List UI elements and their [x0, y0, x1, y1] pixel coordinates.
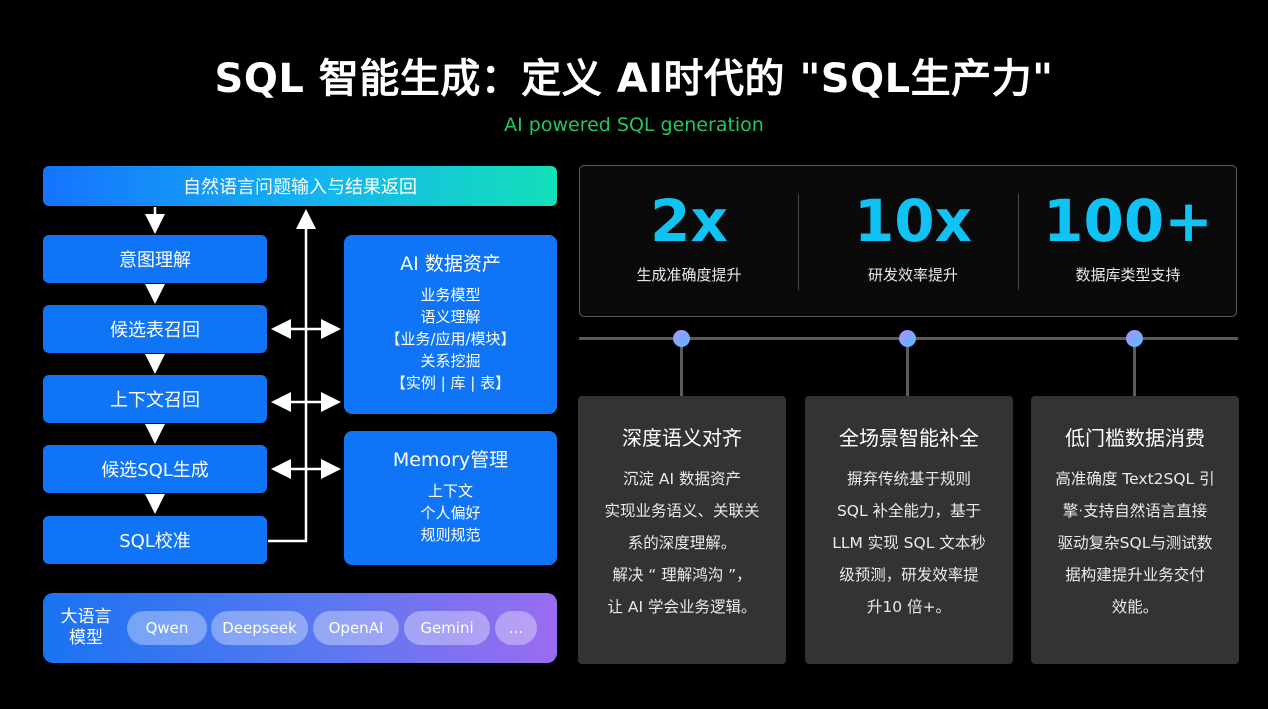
stat-value: 2x: [650, 187, 728, 255]
card-line: SQL 补全能力，基于: [836, 502, 982, 520]
card-line: 解决 “ 理解鸿沟 ”，: [612, 566, 752, 584]
card-line: 摒弃传统基于规则: [846, 470, 971, 488]
divider: [1018, 194, 1019, 290]
flow-connectors: [145, 207, 341, 543]
card-line: 沉淀 AI 数据资产: [622, 470, 742, 488]
stats-box: 2x 生成准确度提升 10x 研发效率提升 100+ 数据库类型支持: [579, 165, 1237, 317]
stat-label: 数据库类型支持: [1075, 266, 1181, 284]
card-line: 高准确度 Text2SQL 引: [1055, 470, 1215, 488]
panel-line: 【实例 | 库 | 表】: [390, 374, 511, 392]
panel-title: AI 数据资产: [400, 253, 501, 275]
ai-data-assets-panel: AI 数据资产 业务模型 语义理解 【业务/应用/模块】 关系挖掘 【实例 | …: [344, 235, 557, 414]
model-chip-more: ...: [495, 611, 537, 645]
llm-label: 大语言模型: [60, 607, 112, 648]
llm-bar: 大语言模型 Qwen Deepseek OpenAI Gemini ...: [43, 593, 557, 663]
timeline-connector: [906, 340, 909, 396]
card-line: 让 AI 学会业务逻辑。: [607, 598, 757, 616]
page-subtitle: AI powered SQL generation: [504, 114, 764, 136]
stat-db-types: 100+ 数据库类型支持: [1028, 186, 1228, 285]
card-title: 全场景智能补全: [839, 426, 979, 450]
feature-card-semantic: 深度语义对齐 沉淀 AI 数据资产 实现业务语义、关联关 系的深度理解。 解决 …: [578, 396, 786, 664]
page-title: SQL 智能生成：定义 AI时代的 "SQL生产力": [214, 56, 1054, 102]
timeline-dot: [899, 330, 916, 347]
feature-card-completion: 全场景智能补全 摒弃传统基于规则 SQL 补全能力，基于 LLM 实现 SQL …: [805, 396, 1013, 664]
card-line: 升10 倍+。: [866, 598, 952, 616]
card-title: 低门槛数据消费: [1065, 426, 1205, 450]
panel-line: 个人偏好: [420, 504, 481, 522]
model-chip-qwen: Qwen: [127, 611, 207, 645]
panel-line: 业务模型: [420, 286, 481, 304]
card-title: 深度语义对齐: [622, 426, 742, 450]
timeline-dot: [673, 330, 690, 347]
card-line: 级预测，研发效率提: [839, 566, 979, 584]
timeline-dot: [1126, 330, 1143, 347]
panel-line: 语义理解: [420, 308, 481, 326]
flow-step-sql-generation: 候选SQL生成: [43, 445, 267, 493]
stat-value: 10x: [853, 187, 973, 255]
timeline-connector: [680, 340, 683, 396]
flow-step-intent: 意图理解: [43, 235, 267, 283]
panel-line: 上下文: [427, 482, 473, 500]
panel-title: Memory管理: [392, 449, 509, 471]
card-line: 效能。: [1111, 598, 1159, 616]
card-line: LLM 实现 SQL 文本秒: [832, 534, 986, 552]
feature-card-consumption: 低门槛数据消费 高准确度 Text2SQL 引 擎·支持自然语言直接 驱动复杂S…: [1031, 396, 1239, 664]
memory-panel: Memory管理 上下文 个人偏好 规则规范: [344, 431, 557, 565]
card-line: 实现业务语义、关联关: [604, 502, 760, 520]
timeline-connector: [1133, 340, 1136, 396]
return-arrow: [268, 209, 316, 543]
card-line: 据构建提升业务交付: [1065, 566, 1205, 584]
stat-label: 生成准确度提升: [636, 266, 742, 284]
panel-line: 规则规范: [420, 526, 481, 544]
stat-value: 100+: [1043, 187, 1213, 255]
panel-line: 关系挖掘: [420, 352, 481, 370]
flow-step-context-recall: 上下文召回: [43, 375, 267, 423]
model-chip-openai: OpenAI: [313, 611, 399, 645]
card-line: 擎·支持自然语言直接: [1062, 502, 1208, 520]
model-chip-deepseek: Deepseek: [211, 611, 308, 645]
flow-step-table-recall: 候选表召回: [43, 305, 267, 353]
stat-accuracy: 2x 生成准确度提升: [589, 186, 789, 285]
card-line: 驱动复杂SQL与测试数: [1057, 534, 1213, 552]
stat-efficiency: 10x 研发效率提升: [813, 186, 1013, 285]
panel-line: 【业务/应用/模块】: [385, 330, 516, 348]
flow-top-bar: 自然语言问题输入与结果返回: [43, 166, 557, 206]
flow-step-sql-calibration: SQL校准: [43, 516, 267, 564]
divider: [798, 194, 799, 290]
model-chip-gemini: Gemini: [404, 611, 490, 645]
card-line: 系的深度理解。: [627, 534, 737, 552]
stat-label: 研发效率提升: [867, 266, 958, 284]
